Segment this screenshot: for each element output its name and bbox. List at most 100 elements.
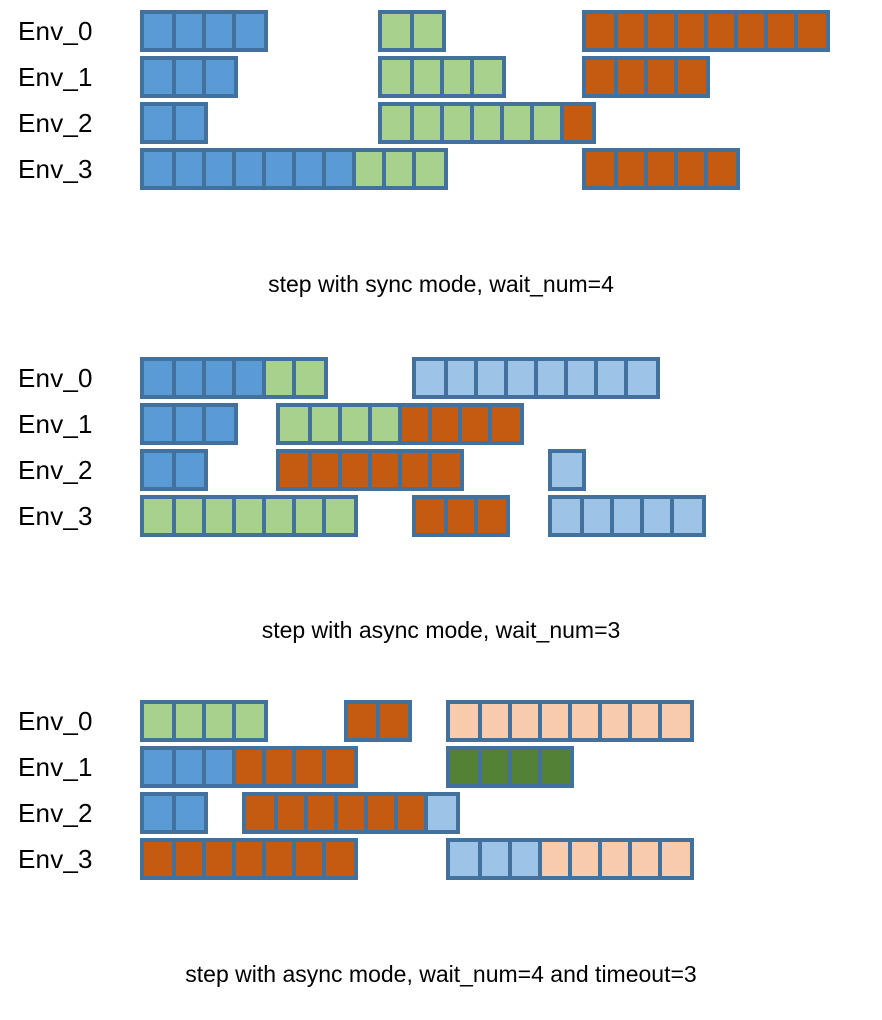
step-cell-orange: [306, 796, 336, 830]
step-cell-lightblue: [552, 499, 582, 533]
step-block: [378, 102, 596, 144]
env-row-label: Env_1: [18, 62, 93, 92]
env-timeline-row: Env_2: [0, 100, 882, 146]
step-cell-blue: [234, 14, 264, 48]
env-timeline-row: Env_3: [0, 146, 882, 192]
step-cell-blue: [234, 361, 264, 395]
step-block: [140, 838, 358, 880]
env-timeline-row: Env_0: [0, 355, 882, 401]
step-cell-lightblue: [596, 361, 626, 395]
step-block: [344, 700, 412, 742]
step-cell-orange: [736, 14, 766, 48]
step-cell-blue: [144, 750, 174, 784]
step-cell-green: [264, 499, 294, 533]
step-cell-blue: [144, 152, 174, 186]
step-cell-green: [442, 60, 472, 94]
step-cell-orange: [646, 14, 676, 48]
step-cell-lightblue: [672, 499, 702, 533]
step-cell-lightblue: [416, 361, 446, 395]
step-block: [140, 403, 238, 445]
env-row-label: Env_1: [18, 409, 93, 439]
step-cell-orange: [340, 453, 370, 487]
step-cell-green: [280, 407, 310, 441]
step-cell-lightblue: [612, 499, 642, 533]
step-block: [140, 56, 238, 98]
step-cell-green: [412, 60, 442, 94]
step-cell-orange: [676, 14, 706, 48]
step-cell-orange: [430, 453, 460, 487]
step-cell-blue: [294, 152, 324, 186]
env-timeline-row: Env_2: [0, 447, 882, 493]
step-cell-lightblue: [552, 453, 582, 487]
step-cell-darkgreen: [510, 750, 540, 784]
panel-caption-async-wait3: step with async mode, wait_num=3: [261, 617, 621, 643]
step-cell-peach: [660, 704, 690, 738]
step-block: [140, 495, 358, 537]
step-cell-orange: [562, 106, 592, 140]
env-row-label: Env_2: [18, 455, 93, 485]
step-block: [446, 838, 694, 880]
step-cell-orange: [324, 750, 354, 784]
step-cell-lightblue: [642, 499, 672, 533]
step-block: [582, 56, 710, 98]
step-cell-blue: [234, 152, 264, 186]
step-cell-orange: [586, 14, 616, 48]
step-cell-orange: [796, 14, 826, 48]
step-cell-orange: [646, 152, 676, 186]
step-cell-orange: [348, 704, 378, 738]
step-cell-blue: [174, 106, 204, 140]
step-cell-green: [414, 152, 444, 186]
step-cell-orange: [280, 453, 310, 487]
step-cell-blue: [174, 796, 204, 830]
step-cell-lightblue: [450, 842, 480, 876]
step-cell-peach: [630, 704, 660, 738]
step-cell-lightblue: [582, 499, 612, 533]
step-cell-green: [264, 361, 294, 395]
step-cell-orange: [370, 453, 400, 487]
step-cell-lightblue: [536, 361, 566, 395]
step-cell-orange: [144, 842, 174, 876]
step-cell-orange: [476, 499, 506, 533]
step-cell-green: [384, 152, 414, 186]
step-cell-green: [382, 14, 412, 48]
step-cell-blue: [174, 750, 204, 784]
step-cell-blue: [144, 14, 174, 48]
step-block: [446, 700, 694, 742]
step-block: [548, 449, 586, 491]
step-cell-green: [294, 361, 324, 395]
step-cell-orange: [586, 152, 616, 186]
step-cell-orange: [204, 842, 234, 876]
env-timeline-row: Env_1: [0, 54, 882, 100]
env-timeline-row: Env_2: [0, 790, 882, 836]
env-timeline-row: Env_0: [0, 8, 882, 54]
step-cell-green: [472, 60, 502, 94]
step-cell-green: [324, 499, 354, 533]
step-cell-lightblue: [510, 842, 540, 876]
step-cell-peach: [570, 704, 600, 738]
step-cell-peach: [480, 704, 510, 738]
step-cell-orange: [264, 842, 294, 876]
env-row-label: Env_2: [18, 108, 93, 138]
step-block: [140, 746, 358, 788]
step-cell-blue: [174, 14, 204, 48]
env-row-label: Env_3: [18, 501, 93, 531]
step-cell-blue: [204, 152, 234, 186]
step-cell-lightblue: [566, 361, 596, 395]
step-block: [548, 495, 706, 537]
step-cell-green: [174, 704, 204, 738]
step-cell-peach: [510, 704, 540, 738]
step-cell-darkgreen: [540, 750, 570, 784]
step-cell-blue: [324, 152, 354, 186]
step-cell-orange: [616, 152, 646, 186]
step-block: [140, 357, 328, 399]
env-timeline-row: Env_1: [0, 401, 882, 447]
step-cell-green: [442, 106, 472, 140]
step-cell-blue: [204, 361, 234, 395]
env-row-label: Env_2: [18, 798, 93, 828]
step-cell-peach: [630, 842, 660, 876]
step-cell-peach: [660, 842, 690, 876]
step-cell-blue: [204, 60, 234, 94]
step-block: [412, 495, 510, 537]
step-cell-green: [234, 704, 264, 738]
step-cell-orange: [246, 796, 276, 830]
